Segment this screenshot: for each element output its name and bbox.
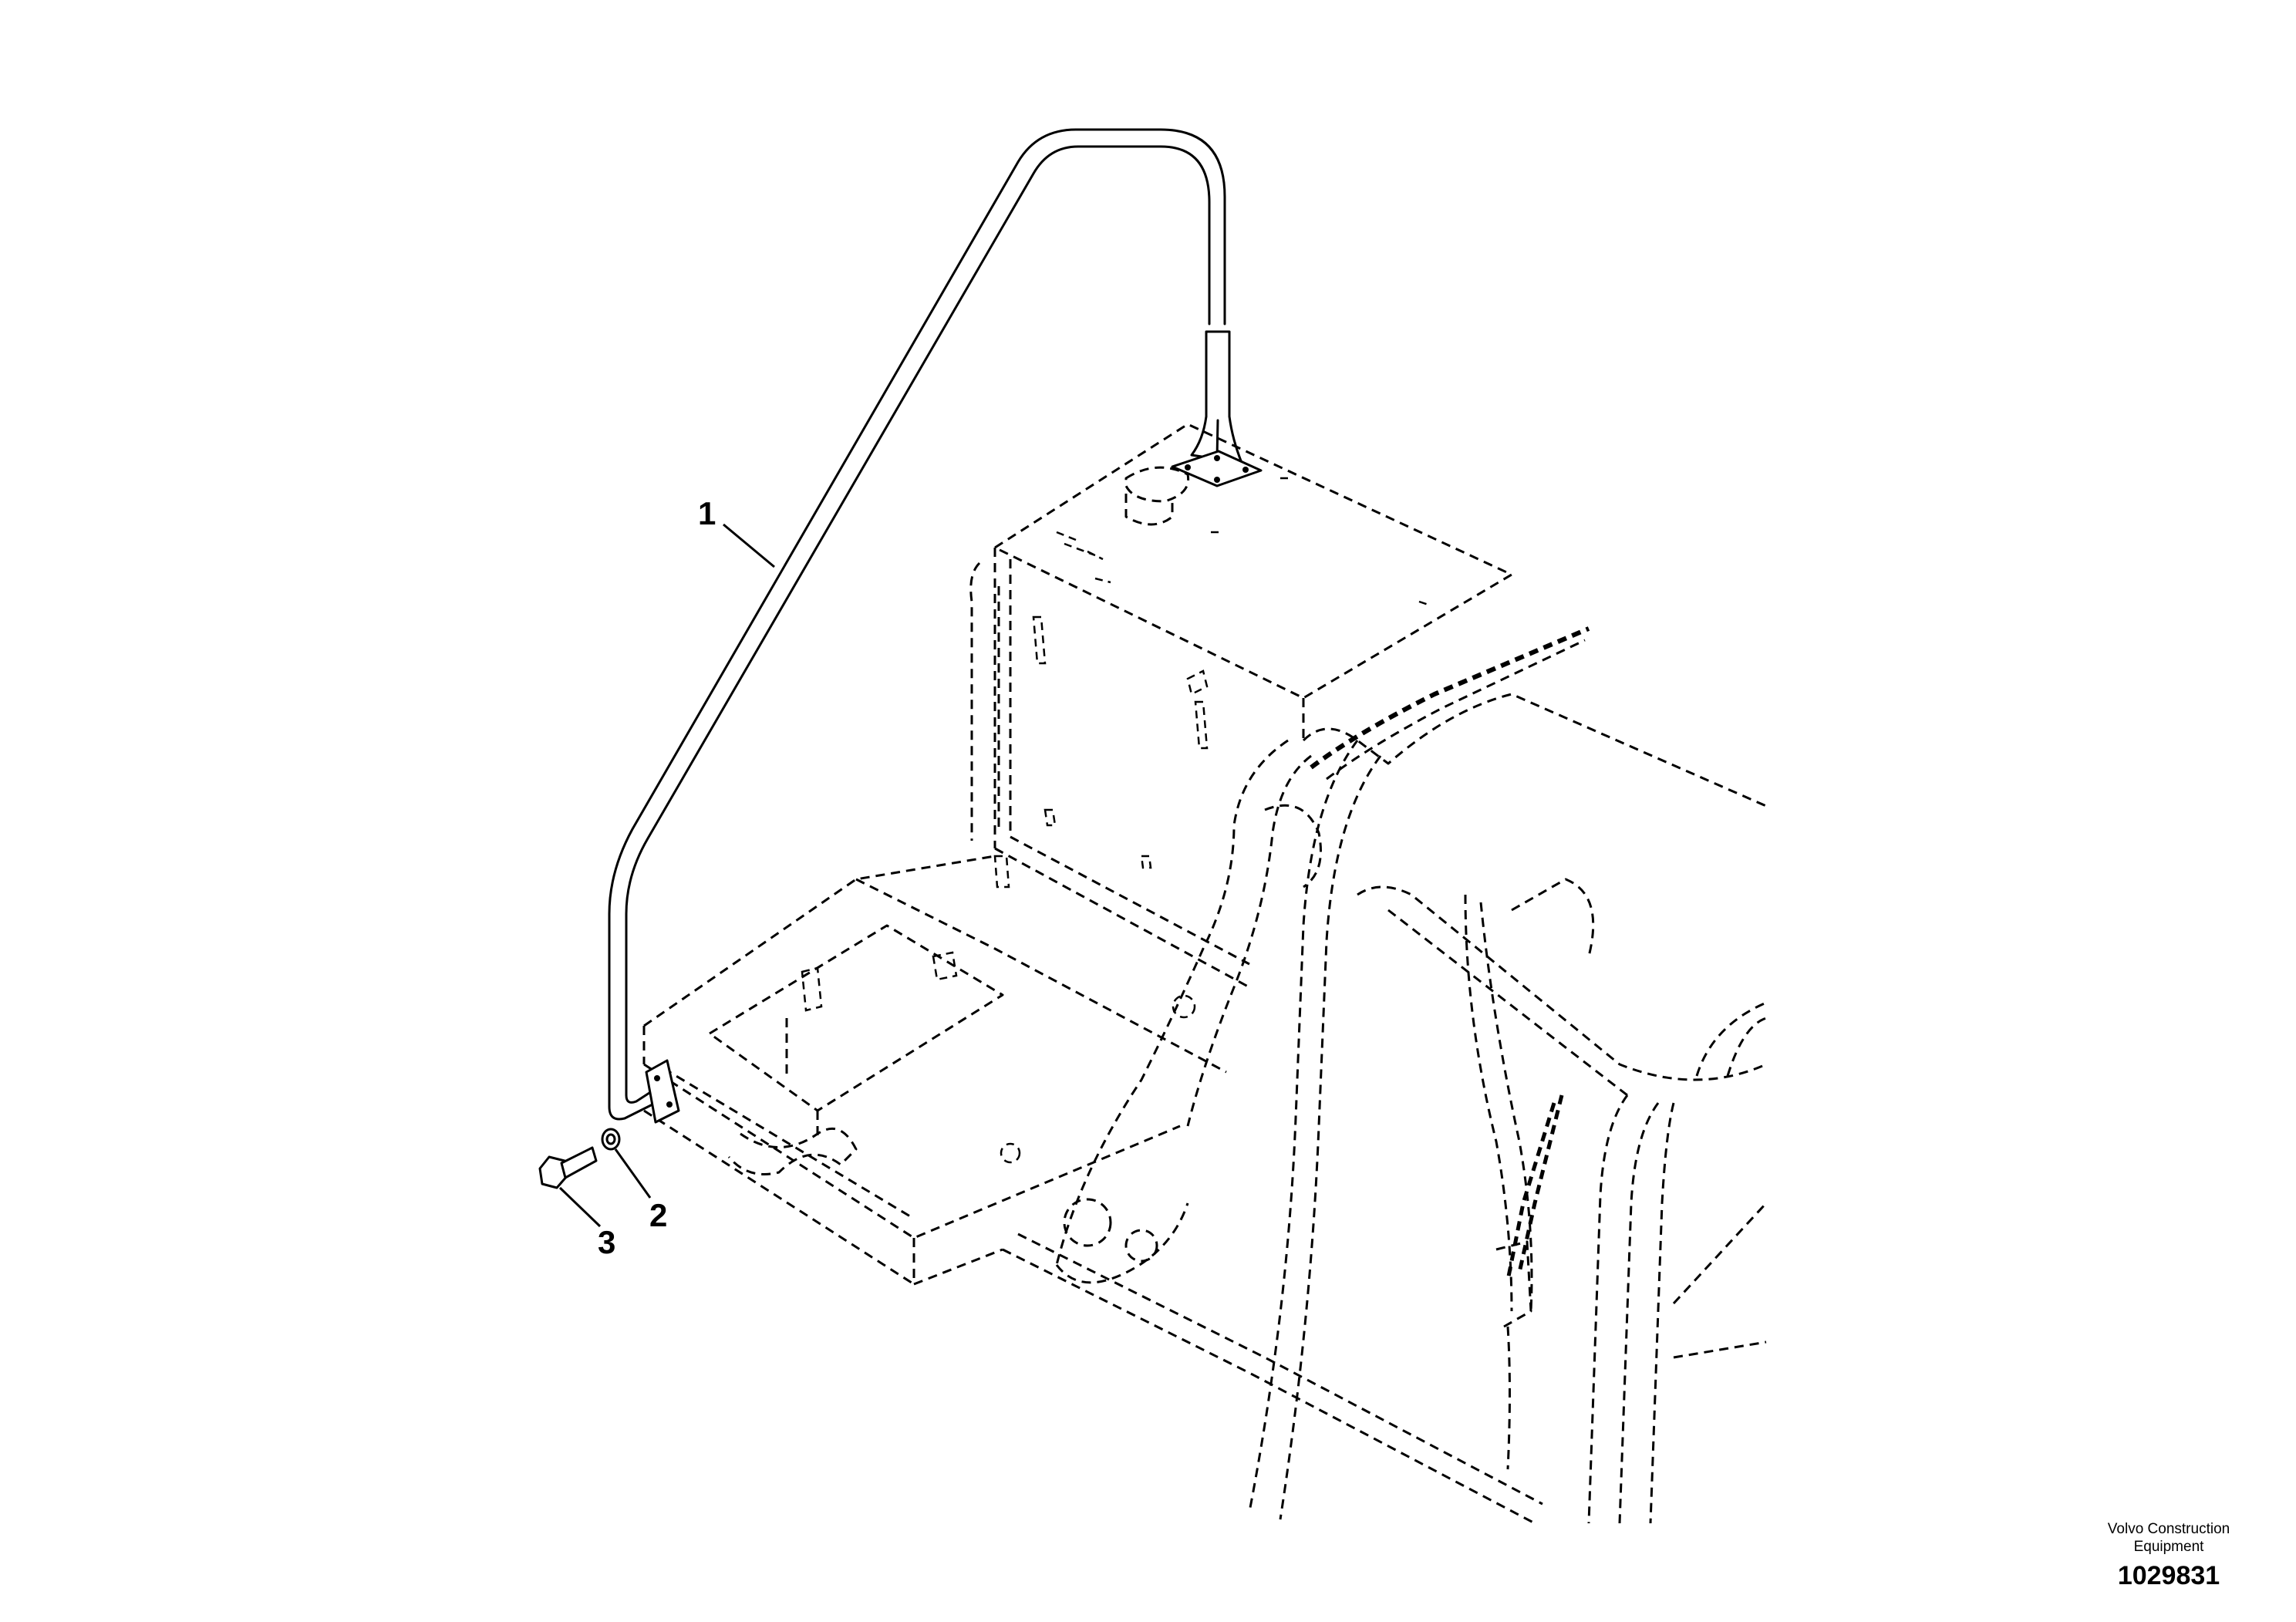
leader-line-3 [558, 1186, 602, 1228]
callout-1: 1 [698, 495, 716, 531]
callout-2: 2 [649, 1197, 667, 1233]
machine-outline [642, 423, 1768, 1525]
washer-part [601, 1128, 621, 1151]
leader-line-2 [614, 1148, 652, 1199]
callout-3: 3 [598, 1224, 615, 1260]
drawing-number: 1029831 [2118, 1561, 2220, 1590]
handrail-part [608, 128, 1263, 1124]
leader-line-1 [723, 523, 775, 568]
brand-name-line1: Volvo Construction [2108, 1521, 2230, 1537]
brand-name-line2: Equipment [2134, 1539, 2205, 1555]
bolt-part [538, 1146, 598, 1189]
